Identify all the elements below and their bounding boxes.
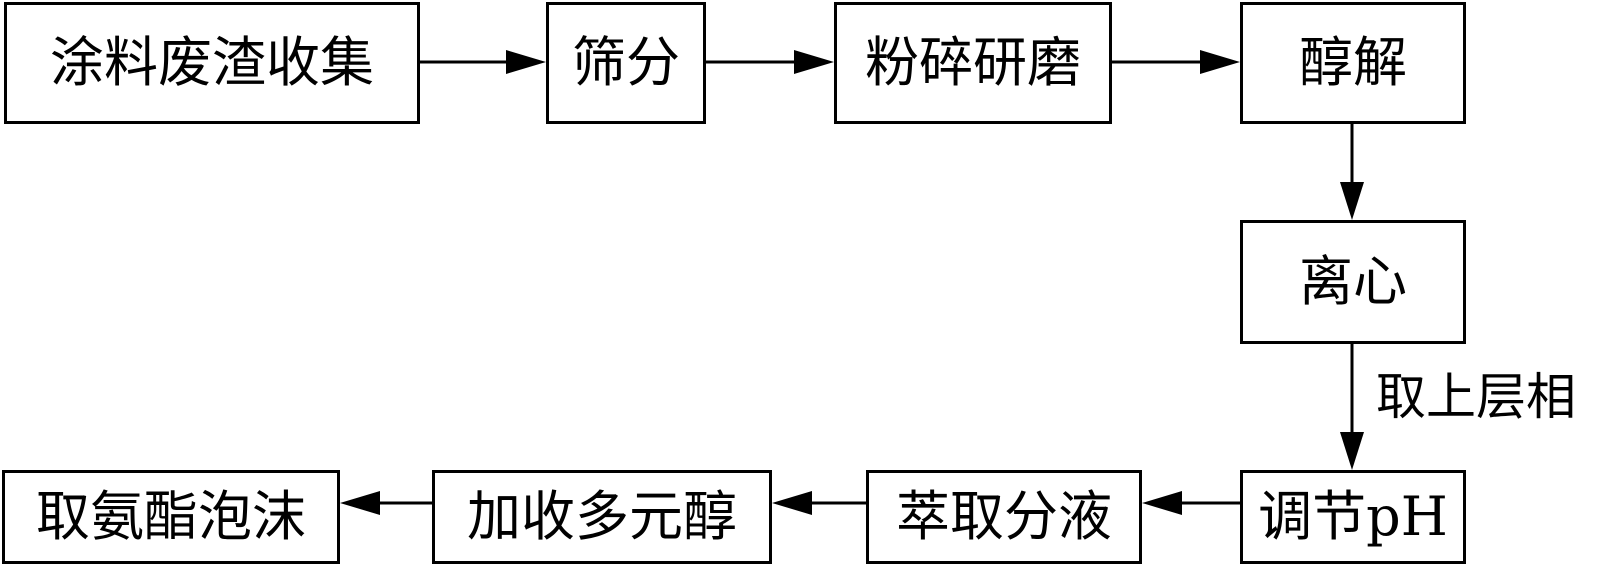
node-centrifuge-label: 离心 bbox=[1299, 250, 1407, 313]
arrow-grind-to-alcoholysis bbox=[1112, 50, 1240, 74]
arrow-collect-to-sieve bbox=[420, 50, 546, 74]
node-alcoholysis-label: 醇解 bbox=[1299, 31, 1407, 94]
node-extract: 萃取分液 bbox=[866, 470, 1142, 564]
arrow-polyol-to-foam bbox=[340, 491, 432, 515]
node-collect-label: 涂料废渣收集 bbox=[50, 31, 374, 94]
node-sieve-label: 筛分 bbox=[572, 31, 680, 94]
arrow-centrifuge-to-adjust bbox=[1340, 344, 1364, 470]
node-adjust-ph: 调节pH bbox=[1240, 470, 1466, 564]
arrow-sieve-to-grind bbox=[706, 50, 834, 74]
node-sieve: 筛分 bbox=[546, 2, 706, 124]
arrow-alcoholysis-to-centrifuge bbox=[1340, 124, 1364, 220]
node-foam-label: 取氨酯泡沫 bbox=[36, 485, 306, 548]
node-collect: 涂料废渣收集 bbox=[4, 2, 420, 124]
node-extract-label: 萃取分液 bbox=[896, 485, 1112, 548]
edge-label-upper-phase-text: 取上层相 bbox=[1376, 368, 1576, 426]
node-alcoholysis: 醇解 bbox=[1240, 2, 1466, 124]
node-grind: 粉碎研磨 bbox=[834, 2, 1112, 124]
node-centrifuge: 离心 bbox=[1240, 220, 1466, 344]
arrow-adjust-to-extract bbox=[1142, 491, 1240, 515]
node-add-polyol: 加收多元醇 bbox=[432, 470, 772, 564]
node-grind-label: 粉碎研磨 bbox=[865, 31, 1081, 94]
node-foam: 取氨酯泡沫 bbox=[2, 470, 340, 564]
node-adjust-ph-label: 调节pH bbox=[1258, 485, 1448, 548]
node-add-polyol-label: 加收多元醇 bbox=[467, 485, 737, 548]
edge-label-upper-phase: 取上层相 bbox=[1376, 372, 1576, 422]
arrow-extract-to-polyol bbox=[772, 491, 866, 515]
